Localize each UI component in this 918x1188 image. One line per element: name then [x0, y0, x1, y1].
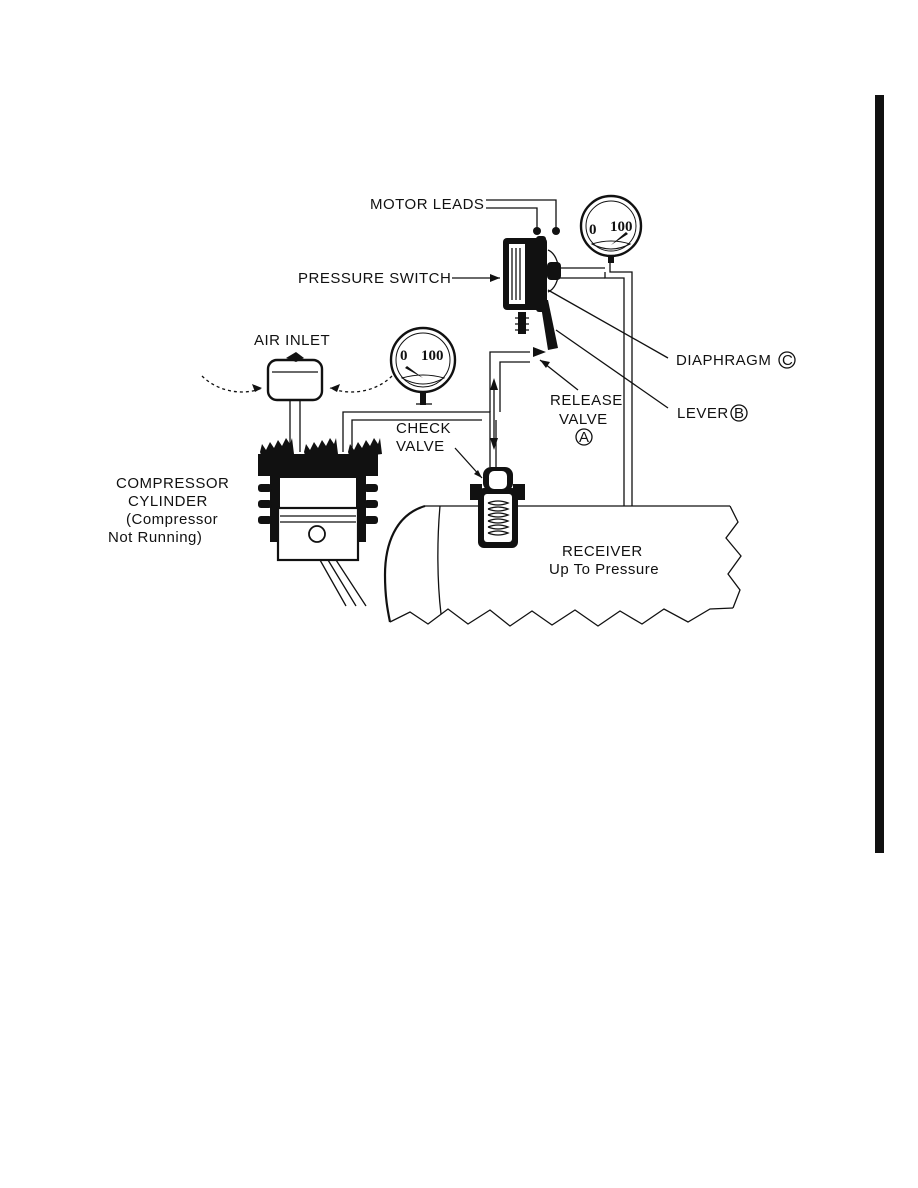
lever-label: LEVER: [677, 405, 729, 422]
pressure-switch-label: PRESSURE SWITCH: [298, 270, 451, 287]
air-inlet-filter: [201, 352, 393, 452]
pressure-switch: [486, 199, 561, 357]
lever-mark: B: [734, 405, 745, 422]
release-valve-label-1: RELEASE: [550, 392, 623, 409]
check-valve: [470, 467, 525, 548]
right-gauge-min-label: 0: [589, 222, 597, 238]
compressor-label-4: Not Running): [108, 529, 202, 546]
diaphragm-label: DIAPHRAGM: [676, 352, 771, 369]
compressor-label-2: CYLINDER: [128, 493, 208, 510]
left-gauge-min-label: 0: [400, 348, 408, 364]
diaphragm-mark: C: [782, 352, 793, 369]
air-inlet-label: AIR INLET: [254, 332, 330, 349]
release-valve-mark: A: [579, 429, 590, 446]
leader-lines: [452, 274, 669, 479]
left-gauge-max-label: 100: [421, 348, 444, 364]
right-pressure-gauge: 0 100: [579, 194, 643, 263]
release-valve-label-2: VALVE: [559, 411, 608, 428]
motor-leads-label: MOTOR LEADS: [370, 196, 484, 213]
receiver-label-1: RECEIVER: [562, 543, 643, 560]
receiver-tank: [383, 504, 742, 627]
left-pressure-gauge: 0 100: [389, 326, 457, 405]
compressor-label-1: COMPRESSOR: [116, 475, 229, 492]
receiver-label-2: Up To Pressure: [549, 561, 659, 578]
page-edge-bar: [875, 95, 884, 853]
labels: MOTOR LEADS PRESSURE SWITCH AIR INLET DI…: [108, 196, 796, 578]
compressor-label-3: (Compressor: [126, 511, 218, 528]
right-gauge-max-label: 100: [610, 219, 633, 235]
compressor-cylinder: [258, 438, 382, 607]
check-valve-label-2: VALVE: [396, 438, 445, 455]
piping: [342, 262, 633, 506]
check-valve-label-1: CHECK: [396, 420, 451, 437]
